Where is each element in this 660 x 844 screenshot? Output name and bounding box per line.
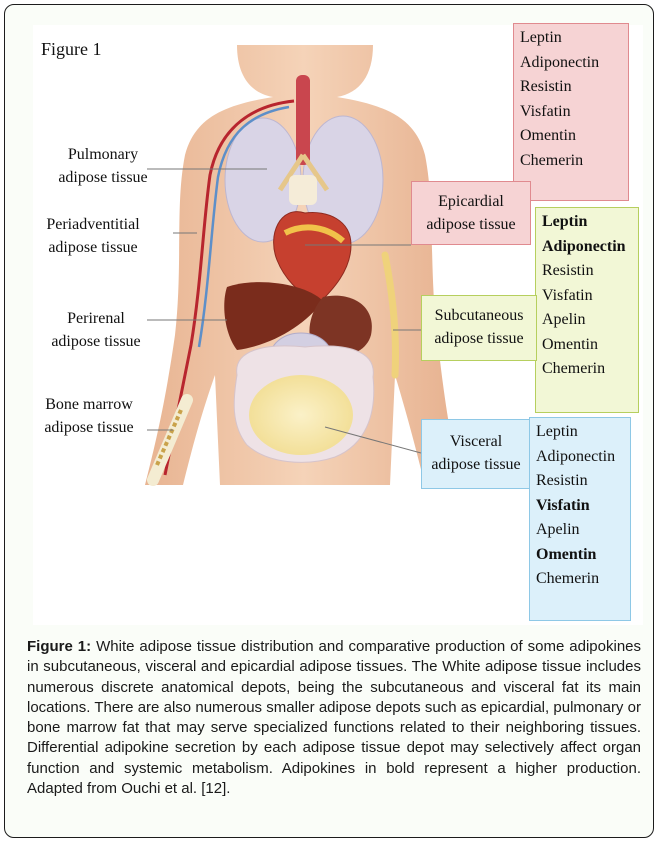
adipokine-item: Leptin bbox=[536, 420, 624, 445]
caption-text: White adipose tissue distribution and co… bbox=[27, 638, 641, 797]
periadventitial-label: Periadventitial adipose tissue bbox=[9, 213, 177, 259]
figure-caption: Figure 1: White adipose tissue distribut… bbox=[27, 637, 641, 799]
figure-label: Figure 1 bbox=[41, 39, 102, 60]
adipokine-item: Omentin bbox=[536, 543, 624, 568]
subcutaneous-tissue-label: Subcutaneous adipose tissue bbox=[421, 295, 537, 361]
adipokine-item: Visfatin bbox=[536, 494, 624, 519]
epicardial-adipokine-box: Leptin Adiponectin Resistin Visfatin Ome… bbox=[513, 23, 629, 201]
figure-frame: Figure 1 Pulmonary adipose tissue Periad… bbox=[4, 4, 654, 838]
adipokine-item: Leptin bbox=[520, 26, 622, 51]
adipokine-item: Leptin bbox=[542, 210, 632, 235]
visceral-tissue-label: Visceral adipose tissue bbox=[421, 419, 531, 489]
pulmonary-label: Pulmonary adipose tissue bbox=[53, 143, 153, 189]
trachea bbox=[296, 75, 310, 165]
adipokine-item: Resistin bbox=[536, 469, 624, 494]
perirenal-label: Perirenal adipose tissue bbox=[45, 307, 147, 353]
adipokine-item: Chemerin bbox=[542, 357, 632, 382]
adipokine-item: Resistin bbox=[520, 75, 622, 100]
adipokine-item: Adiponectin bbox=[542, 235, 632, 260]
adipokine-item: Visfatin bbox=[520, 100, 622, 125]
subcutaneous-adipokine-box: Leptin Adiponectin Resistin Visfatin Ape… bbox=[535, 207, 639, 413]
visceral-adipokine-box: Leptin Adiponectin Resistin Visfatin Ape… bbox=[529, 417, 631, 621]
bone-marrow-label: Bone marrow adipose tissue bbox=[35, 393, 143, 439]
adipokine-item: Adiponectin bbox=[520, 51, 622, 76]
adipokine-item: Omentin bbox=[520, 124, 622, 149]
visceral-fat bbox=[249, 375, 353, 455]
adipokine-item: Visfatin bbox=[542, 284, 632, 309]
adipokine-item: Omentin bbox=[542, 333, 632, 358]
adipokine-item: Adiponectin bbox=[536, 445, 624, 470]
adipokine-item: Chemerin bbox=[520, 149, 622, 174]
adipokine-item: Chemerin bbox=[536, 567, 624, 592]
adipokine-item: Resistin bbox=[542, 259, 632, 284]
adipokine-item: Apelin bbox=[542, 308, 632, 333]
adipokine-item: Apelin bbox=[536, 518, 624, 543]
caption-lead: Figure 1: bbox=[27, 638, 91, 655]
epicardial-tissue-label: Epicardial adipose tissue bbox=[411, 181, 531, 245]
